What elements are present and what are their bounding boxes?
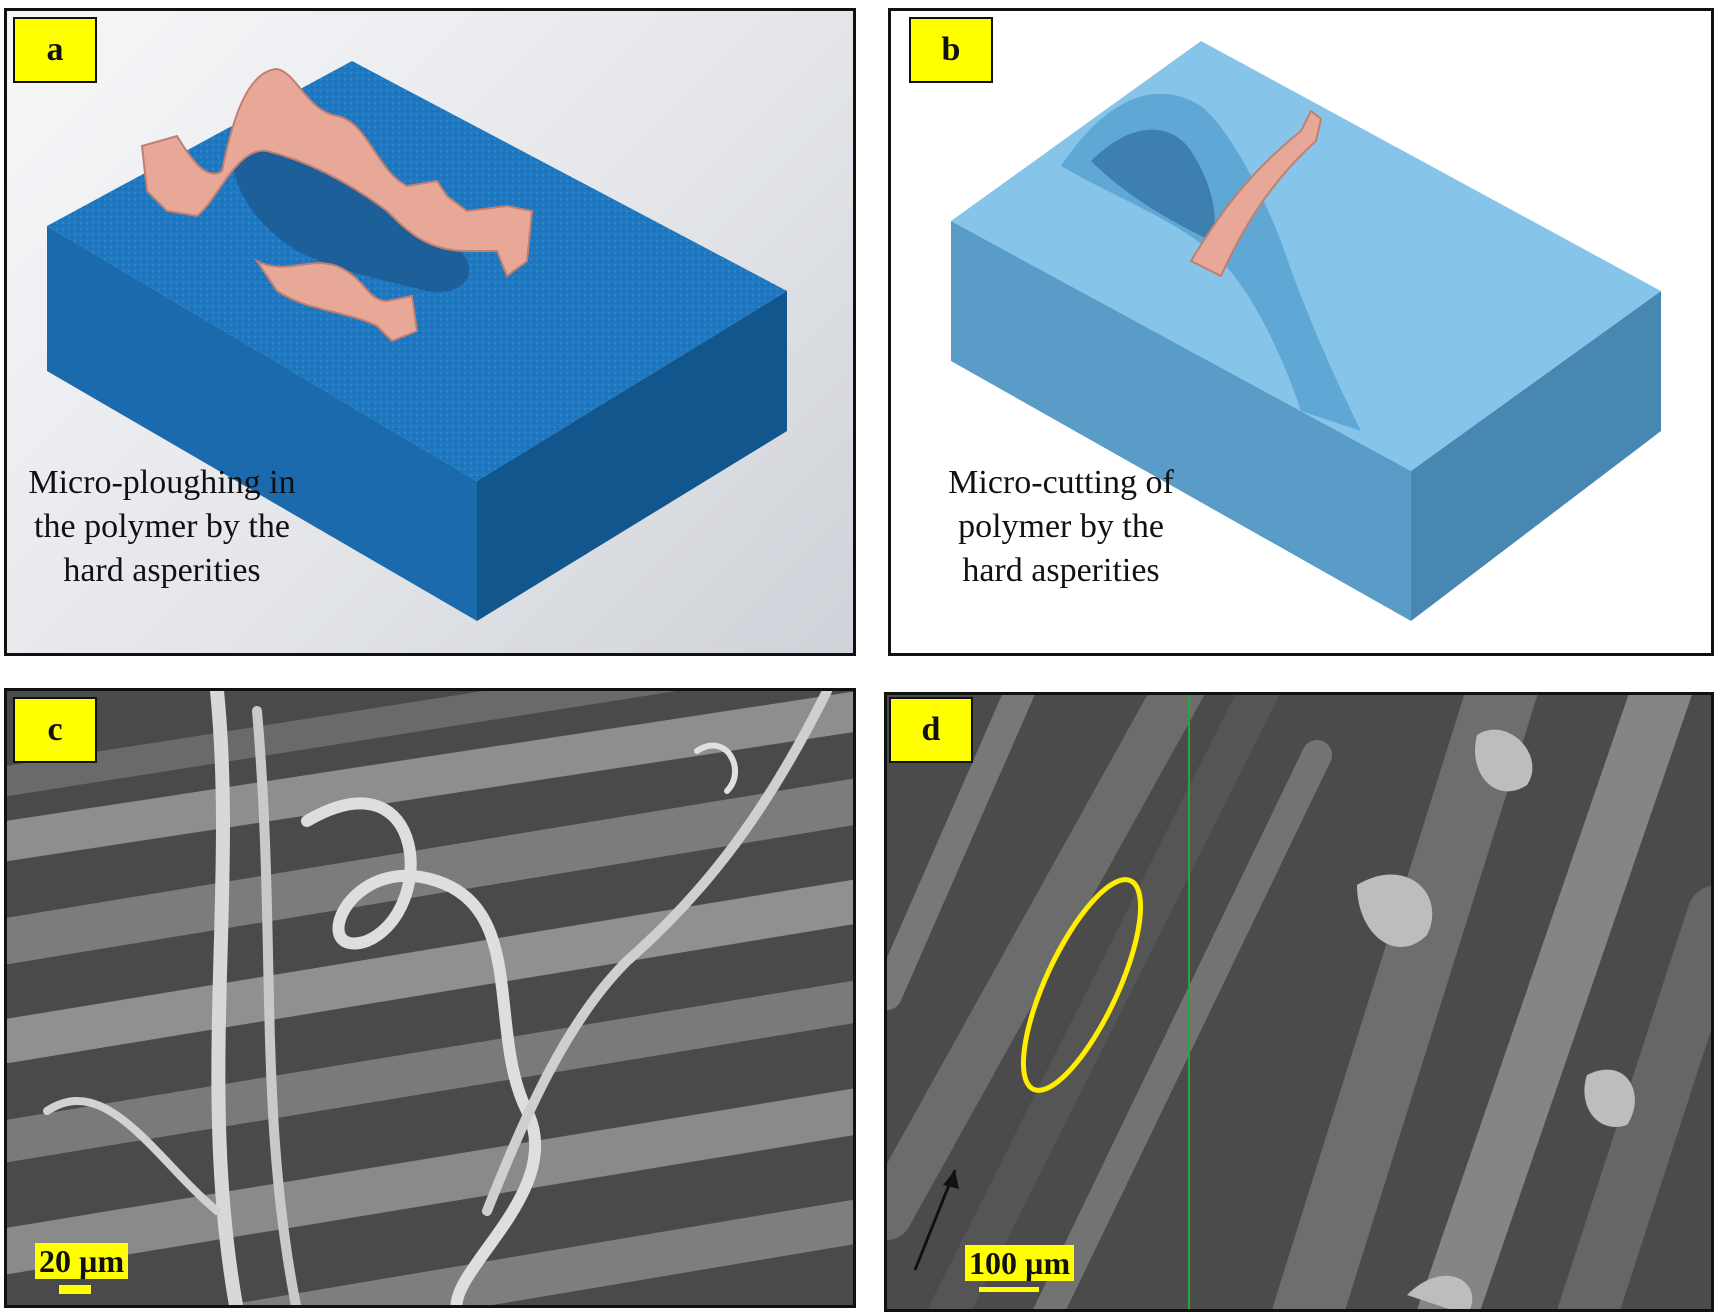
caption-line: Micro-cutting of xyxy=(948,464,1174,501)
scale-bar xyxy=(979,1287,1039,1292)
caption-line: polymer by the xyxy=(958,508,1164,545)
fiber xyxy=(7,879,853,1063)
caption-line: the polymer by the xyxy=(34,508,290,545)
fiber-debris xyxy=(694,742,739,794)
sem-worn-surface-image xyxy=(887,695,1711,1309)
caption-line: hard asperities xyxy=(63,552,261,589)
wear-track xyxy=(1033,740,1332,1309)
micro-cutting-illustration xyxy=(951,41,1661,621)
cut-cavity xyxy=(1091,129,1215,241)
fiber xyxy=(7,778,853,964)
wear-track xyxy=(887,695,1205,1240)
highlight-ellipse xyxy=(1020,877,1144,1093)
block-right-face xyxy=(477,291,787,621)
caption-line: Micro-ploughing in xyxy=(28,464,296,501)
wear-track xyxy=(1272,695,1538,1309)
debris xyxy=(1407,1275,1473,1309)
fiber xyxy=(7,691,677,796)
fiber xyxy=(7,980,853,1162)
debris xyxy=(1357,874,1433,947)
panel-a-caption: Micro-ploughing in the polymer by the ha… xyxy=(7,461,317,593)
block-front-face xyxy=(47,226,477,621)
direction-arrow-icon xyxy=(913,1169,957,1271)
panel-d-sem-micrograph: d 100 µm xyxy=(884,692,1714,1312)
fiber xyxy=(227,1199,853,1305)
scale-bar xyxy=(59,1285,91,1294)
pulled-fiber xyxy=(210,691,244,1305)
caption-line: hard asperities xyxy=(962,552,1160,589)
panel-a-micro-ploughing-diagram: a Micro-ploughing in the polymer by the … xyxy=(4,8,856,656)
panel-b-label: b xyxy=(909,17,993,83)
sem-fibers-image xyxy=(7,691,853,1305)
wear-track xyxy=(887,695,1035,1010)
block-right-face xyxy=(1411,291,1661,621)
pulled-fiber xyxy=(252,706,301,1305)
ploughed-groove xyxy=(233,136,469,293)
pulled-fiber xyxy=(482,691,832,1216)
debris xyxy=(1584,1069,1635,1127)
scale-bar-label: 20 µm xyxy=(35,1243,129,1279)
panel-a-label: a xyxy=(13,17,97,83)
scale-bar-label: 100 µm xyxy=(965,1245,1075,1281)
wear-track xyxy=(1557,885,1711,1309)
pulled-fiber xyxy=(43,1097,221,1215)
wear-track xyxy=(928,695,1280,1309)
panel-c-sem-micrograph: c 20 µm xyxy=(4,688,856,1308)
panel-b-micro-cutting-diagram: b Micro-cutting of polymer by the hard a… xyxy=(888,8,1714,656)
ploughed-ridge-back xyxy=(140,67,534,278)
panel-b-caption: Micro-cutting of polymer by the hard asp… xyxy=(911,461,1211,593)
arrow-head-icon xyxy=(943,1170,959,1189)
wear-track xyxy=(1417,695,1692,1309)
block-front-face xyxy=(951,221,1411,621)
micro-ploughing-illustration xyxy=(47,61,787,621)
debris xyxy=(1475,729,1533,792)
fiber xyxy=(7,691,853,861)
panel-d-label: d xyxy=(889,697,973,763)
fiber xyxy=(7,1088,853,1274)
pulled-fiber xyxy=(301,797,541,1305)
ploughed-ridge-front xyxy=(254,258,419,343)
panel-c-label: c xyxy=(13,697,97,763)
cut-chip xyxy=(1189,109,1323,278)
